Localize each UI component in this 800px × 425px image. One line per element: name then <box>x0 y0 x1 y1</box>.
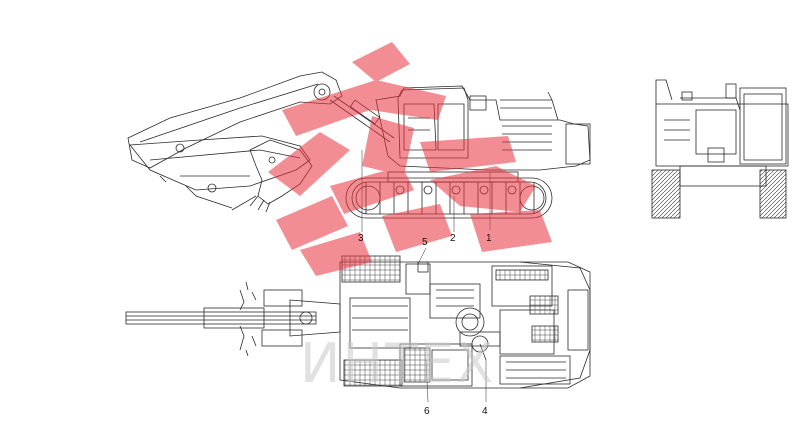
upper-structure <box>375 85 591 171</box>
front-view <box>651 79 789 219</box>
callout-2: 2 <box>450 233 456 244</box>
callout-3: 3 <box>358 233 364 244</box>
watermark-text: ИНТЕХ <box>300 332 495 395</box>
boom-top <box>125 281 341 357</box>
watermark-logo: ИНТЕХ <box>268 42 552 395</box>
callout-4: 4 <box>482 406 488 417</box>
callout-1: 1 <box>486 233 492 244</box>
callout-labels: 3 2 1 5 6 4 <box>358 233 492 417</box>
track-top-lower <box>343 359 403 387</box>
bucket <box>231 139 313 213</box>
front-track-left <box>651 169 681 219</box>
callout-5: 5 <box>422 237 428 248</box>
house-top <box>339 261 591 389</box>
callout-6: 6 <box>424 406 430 417</box>
front-track-right <box>759 169 787 219</box>
